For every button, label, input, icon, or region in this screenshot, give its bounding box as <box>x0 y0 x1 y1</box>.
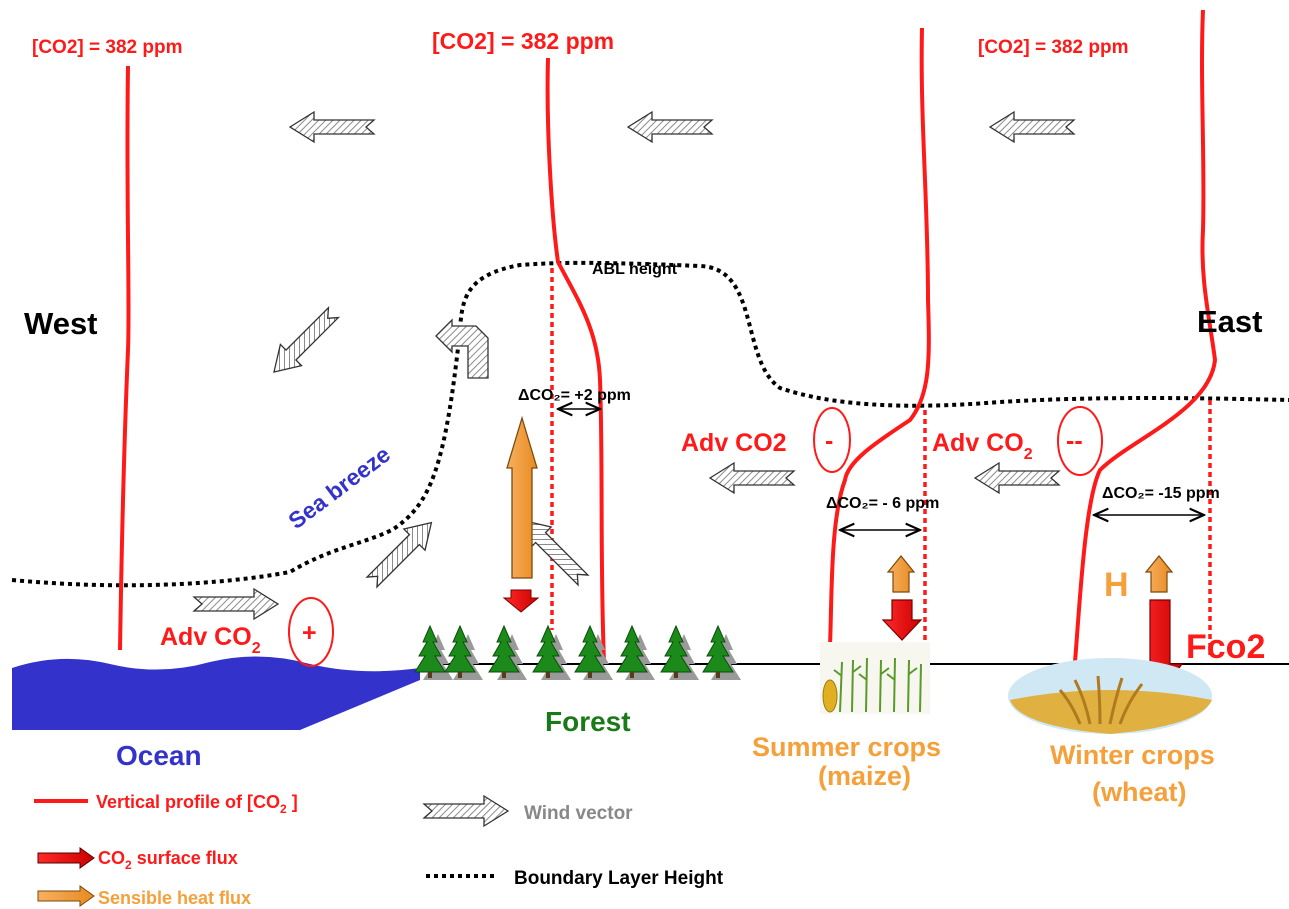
summer-crops-label: Summer crops <box>752 732 941 762</box>
west-label: West <box>24 306 98 341</box>
heat-flux-arrow-forest <box>506 415 538 579</box>
forest-trees <box>414 625 741 680</box>
co2-flux-arrow-forest <box>502 589 540 613</box>
adv-co2-mid-sign: - <box>825 427 833 455</box>
co2-profile-winter <box>1073 9 1218 663</box>
adv-mid-circle <box>813 407 851 473</box>
co2-profile-west <box>118 65 131 651</box>
winter-crops-sub: (wheat) <box>1092 777 1187 807</box>
co2-label-east: [CO2] = 382 ppm <box>978 37 1128 58</box>
wheat-field-image <box>1008 658 1212 734</box>
summer-crops-sub: (maize) <box>818 761 911 791</box>
co2-flux-arrow-summer <box>881 599 923 641</box>
boundary-layer-line <box>11 260 1289 588</box>
heat-flux-arrow-summer <box>886 555 916 593</box>
adv-co2-left-sign: + <box>302 619 317 647</box>
legend-heat-flux-label: Sensible heat flux <box>98 888 251 908</box>
sea-breeze-label: Sea breeze <box>283 441 395 534</box>
legend-wind-label: Wind vector <box>524 803 633 824</box>
abl-height-label: ABL height <box>592 261 678 278</box>
adv-co2-left-label: Adv CO2 <box>160 623 261 657</box>
wind-vector-diag-down <box>262 301 345 384</box>
co2-profile-forest <box>545 57 606 663</box>
delta-co2-summer: ΔCO₂= - 6 ppm <box>826 495 939 512</box>
wind-vector-upper-1 <box>289 111 375 143</box>
ocean-shape <box>12 656 420 730</box>
co2-profile-summer <box>828 27 931 646</box>
heat-flux-arrow-winter <box>1144 555 1174 593</box>
wind-vector-upper-3 <box>989 111 1075 143</box>
co2-label-forest: [CO2] = 382 ppm <box>432 28 614 54</box>
winter-crops-label: Winter crops <box>1050 740 1215 770</box>
ocean-label: Ocean <box>116 740 202 771</box>
adv-co2-mid-label: Adv CO2 <box>681 429 787 457</box>
legend-wind-swatch <box>423 795 509 827</box>
delta-co2-forest: ΔCO₂= +2 ppm <box>518 387 631 404</box>
wind-vector-sea-breeze <box>193 588 279 620</box>
legend-co2-flux-swatch <box>37 847 95 869</box>
sensible-heat-h-label: H <box>1104 566 1129 604</box>
wind-vector-mid-1 <box>709 462 795 494</box>
adv-right-circle <box>1057 406 1103 476</box>
legend-blh-label: Boundary Layer Height <box>514 868 724 889</box>
adv-co2-right-sign: -- <box>1066 427 1083 455</box>
delta-co2-winter: ΔCO₂= -15 ppm <box>1102 485 1220 502</box>
adv-co2-right-label: Adv CO2 <box>932 429 1033 463</box>
maize-field-image <box>820 642 930 714</box>
legend-profile-label: Vertical profile of [CO2 ] <box>96 792 298 816</box>
fco2-label: Fco2 <box>1186 628 1265 666</box>
co2-label-west: [CO2] = 382 ppm <box>32 37 182 58</box>
adv-left-circle <box>288 597 334 667</box>
wind-vector-mid-2 <box>974 462 1060 494</box>
legend-heat-flux-swatch <box>37 885 95 907</box>
wind-vector-upper-2 <box>627 111 713 143</box>
wind-vector-bent <box>435 318 489 379</box>
east-label: East <box>1197 304 1262 339</box>
legend-co2-flux-label: CO2 surface flux <box>98 848 238 872</box>
forest-label: Forest <box>545 706 631 737</box>
